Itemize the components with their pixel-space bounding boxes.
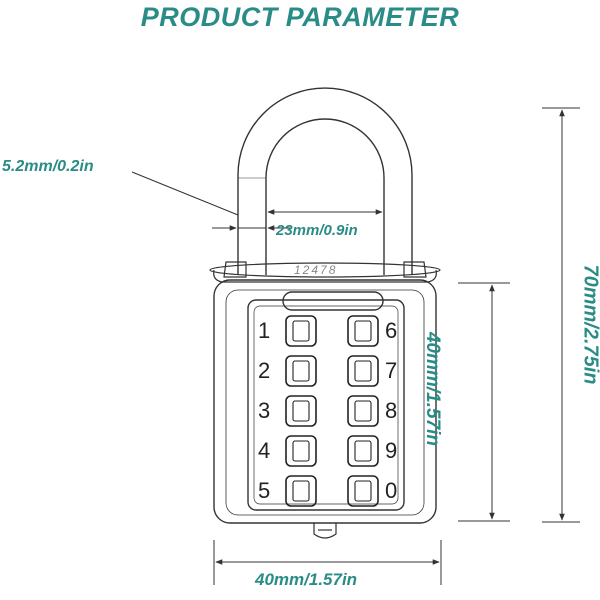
- key-number-1: 1: [258, 318, 271, 343]
- key-button-9: [347, 435, 379, 467]
- key-number-2: 2: [258, 358, 271, 383]
- key-number-3: 3: [258, 398, 271, 423]
- engraved-code: 12478: [294, 263, 338, 277]
- label-shackle-inner-width: 23mm/0.9in: [276, 222, 358, 239]
- key-button-face-9: [354, 440, 372, 462]
- key-button-face-1: [292, 320, 310, 342]
- label-body-width: 40mm/1.57in: [255, 570, 358, 589]
- key-number-9: 9: [385, 438, 398, 463]
- key-button-face-3: [292, 400, 310, 422]
- key-button-face-0: [354, 480, 372, 502]
- key-number-4: 4: [258, 438, 271, 463]
- key-buttons: [285, 315, 379, 507]
- key-button-6: [347, 315, 379, 347]
- key-number-5: 5: [258, 478, 271, 503]
- lock-body: [213, 279, 437, 524]
- key-number-0: 0: [385, 478, 398, 503]
- page-title: PRODUCT PARAMETER: [140, 2, 460, 32]
- key-button-8: [347, 395, 379, 427]
- reset-knob: [313, 523, 337, 539]
- key-number-8: 8: [385, 398, 398, 423]
- key-button-face-5: [292, 480, 310, 502]
- key-button-5: [285, 475, 317, 507]
- label-total-height: 70mm/2.75in: [579, 264, 600, 385]
- key-button-7: [347, 355, 379, 387]
- key-number-6: 6: [385, 318, 398, 343]
- key-button-face-6: [354, 320, 372, 342]
- shackle-collar: [209, 261, 441, 283]
- key-button-1: [285, 315, 317, 347]
- label-shackle-diameter: 5.2mm/0.2in: [2, 158, 94, 175]
- key-button-face-8: [354, 400, 372, 422]
- label-body-height: 40mm/1.57in: [422, 331, 443, 447]
- key-button-2: [285, 355, 317, 387]
- shackle: [237, 87, 413, 275]
- key-button-3: [285, 395, 317, 427]
- key-button-face-7: [354, 360, 372, 382]
- key-button-face-4: [292, 440, 310, 462]
- key-number-7: 7: [385, 358, 398, 383]
- dimension-lines: [131, 107, 580, 585]
- key-button-0: [347, 475, 379, 507]
- key-button-face-2: [292, 360, 310, 382]
- key-button-4: [285, 435, 317, 467]
